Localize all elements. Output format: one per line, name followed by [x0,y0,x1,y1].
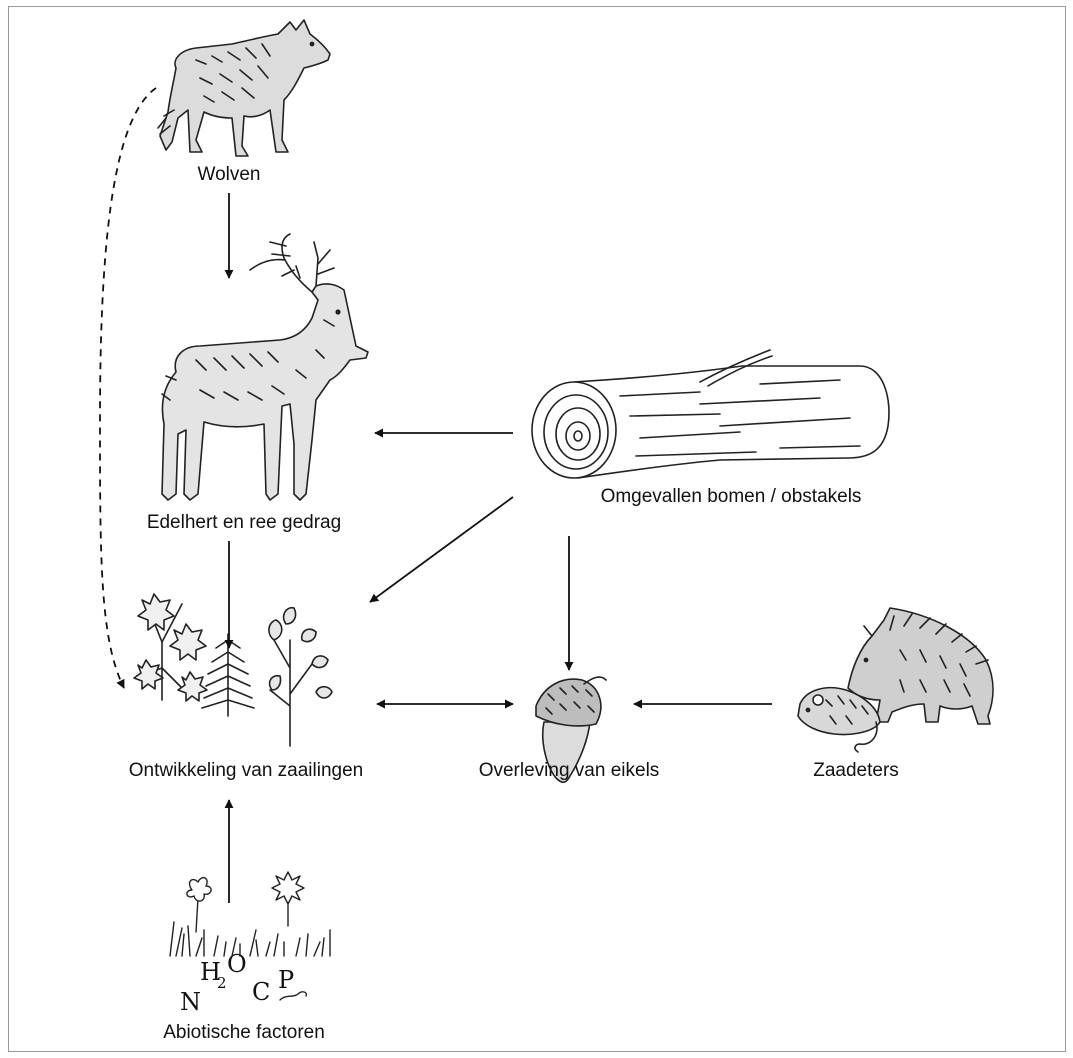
abiotic-n-symbol: N [180,988,201,1016]
abiotic-o-symbol: O [227,950,247,978]
abiotic-subscript-2: 2 [217,974,227,992]
label-abiotic-factors: Abiotische factoren [163,1022,325,1044]
arrow-logs-to-seedlings [370,497,513,602]
label-fallen-trees: Omgevallen bomen / obstakels [601,486,862,508]
deer-illustration [162,234,368,500]
abiotic-illustration [170,872,330,1000]
label-deer-behaviour: Edelhert en ree gedrag [147,512,341,534]
seedlings-illustration [134,594,332,746]
label-seed-eaters: Zaadeters [813,760,899,782]
label-acorn-survival: Overleving van eikels [479,760,660,782]
arrow-wolves-to-seedlings-dashed [100,88,156,688]
log-illustration [532,350,889,478]
wolf-illustration [158,20,330,156]
label-seedling-development: Ontwikkeling van zaailingen [129,760,363,782]
label-wolves: Wolven [197,164,260,186]
abiotic-c-symbol: C [252,978,270,1006]
abiotic-p-symbol: P [278,966,294,994]
